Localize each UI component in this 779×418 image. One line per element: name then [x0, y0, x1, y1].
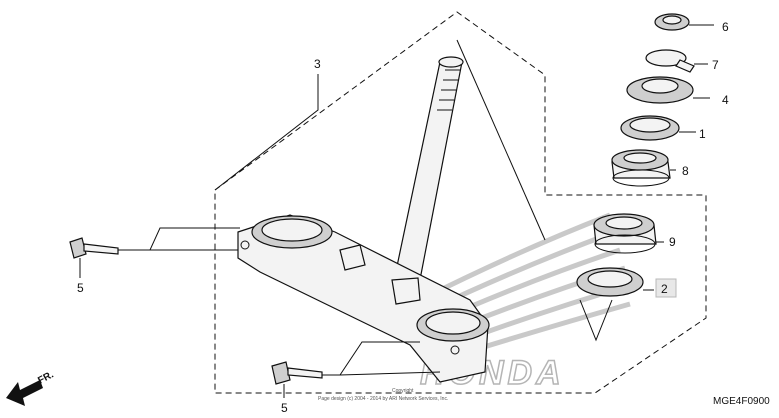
upper-bearing [611, 149, 676, 187]
front-direction-arrow: FR. [6, 369, 56, 406]
dust-seal [620, 115, 696, 141]
callout-4: 4 [722, 93, 729, 107]
copyright-line-2: Page design (c) 2004 - 2014 by ARI Netwo… [318, 396, 448, 402]
lock-washer [645, 49, 708, 73]
steering-stem-lower-bracket [237, 214, 490, 383]
callout-5-left: 5 [77, 281, 84, 295]
lock-nut [654, 13, 714, 31]
bolt-bottom [271, 341, 441, 398]
copyright-line-1: Copyright [392, 388, 414, 394]
callout-2: 2 [661, 282, 668, 296]
adjusting-nut [626, 76, 710, 104]
front-label: FR. [36, 369, 56, 386]
callout-9: 9 [669, 235, 676, 249]
callout-7: 7 [712, 58, 719, 72]
callout-3: 3 [314, 57, 321, 71]
callout-6: 6 [722, 20, 729, 34]
callout-5-bottom: 5 [281, 401, 288, 415]
callout-8: 8 [682, 164, 689, 178]
steering-stem-shaft [391, 56, 464, 291]
callout-2-highlight [655, 278, 677, 298]
diagram-code: MGE4F0900 [713, 396, 770, 407]
lower-dust-seal [576, 267, 654, 342]
kit-leader [456, 39, 546, 241]
callout-1: 1 [699, 127, 706, 141]
lower-bearing [593, 213, 664, 254]
bolt-left [69, 227, 240, 278]
leader-3 [214, 74, 319, 191]
